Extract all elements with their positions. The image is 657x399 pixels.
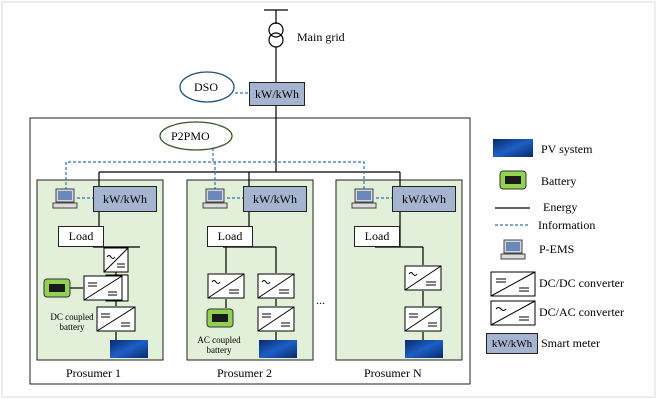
dcac-converter-icon <box>207 273 245 299</box>
pv-panel-icon <box>259 340 297 358</box>
p2pmo-node <box>159 121 233 151</box>
legend-dcdc-icon <box>490 271 536 297</box>
legend-pv-label: PV system <box>541 142 593 156</box>
pv-panel-icon <box>110 340 148 358</box>
prosumer-1-name: Prosumer 1 <box>66 366 121 380</box>
legend-smart-meter-icon: kW/kWh <box>486 333 538 354</box>
prosumer-2-load: Load <box>207 226 253 247</box>
dcdc-converter-icon <box>83 275 123 301</box>
dc-coupled-battery-caption: DC coupled battery <box>50 312 94 332</box>
dcdc-converter-icon <box>96 306 136 332</box>
dcac-converter-icon <box>257 273 295 299</box>
legend-battery-icon <box>499 170 527 190</box>
legend-information-label: Information <box>538 218 596 232</box>
prosumer-n-smart-meter: kW/kWh <box>392 186 456 212</box>
ellipsis: ... <box>316 293 325 307</box>
pems-computer-icon <box>351 188 377 209</box>
pems-computer-icon <box>202 188 228 209</box>
transformer-icon <box>264 9 288 82</box>
legend-energy-label: Energy <box>543 200 578 214</box>
dcac-converter-icon <box>103 247 129 273</box>
prosumer-1-smart-meter: kW/kWh <box>93 186 157 212</box>
prosumer-n-name: Prosumer N <box>364 366 422 380</box>
legend-smart-meter-label: Smart meter <box>541 336 600 350</box>
pems-computer-icon <box>52 188 78 209</box>
legend-pems-icon <box>500 239 526 260</box>
legend-pv-icon <box>493 139 533 157</box>
dcdc-converter-icon <box>257 306 295 332</box>
main-grid-label: Main grid <box>297 30 345 44</box>
prosumer-1-load: Load <box>58 226 104 247</box>
legend-dcac-label: DC/AC converter <box>539 305 624 319</box>
legend-dcac-icon <box>490 300 536 326</box>
prosumer-2-smart-meter: kW/kWh <box>243 186 307 212</box>
battery-icon <box>206 308 234 328</box>
dso-node <box>179 71 235 103</box>
legend-battery-label: Battery <box>541 174 577 188</box>
prosumer-n-load: Load <box>354 226 400 247</box>
battery-icon <box>43 278 71 298</box>
legend-pems-label: P-EMS <box>539 242 575 256</box>
community-box <box>29 117 471 385</box>
prosumer-2-name: Prosumer 2 <box>217 366 272 380</box>
main-smart-meter: kW/kWh <box>249 82 305 106</box>
ac-coupled-battery-caption: AC coupled battery <box>197 335 241 355</box>
dcdc-converter-icon <box>404 306 442 332</box>
dso-label: DSO <box>194 80 219 94</box>
p2pmo-label: P2PMO <box>171 129 210 143</box>
legend-dcdc-label: DC/DC converter <box>539 276 624 290</box>
pv-panel-icon <box>405 340 443 358</box>
dcac-converter-icon <box>404 265 442 291</box>
information-lines <box>65 92 392 199</box>
